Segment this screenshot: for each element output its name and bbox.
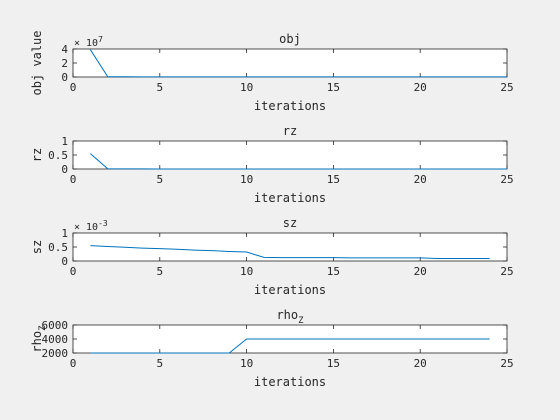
x-tick-label: 25	[500, 265, 513, 278]
series-line	[90, 245, 490, 259]
x-tick-label: 5	[156, 265, 163, 278]
x-tick-label: 15	[327, 173, 340, 186]
y-exponent-value: 7	[98, 35, 103, 44]
x-tick-label: 20	[414, 265, 427, 278]
x-axis-label: iterations	[254, 99, 326, 113]
x-tick-label: 20	[414, 81, 427, 94]
x-tick-label: 5	[156, 81, 163, 94]
y-tick-label: 2	[61, 57, 68, 70]
x-tick-label: 10	[240, 173, 253, 186]
x-tick-label: 10	[240, 357, 253, 370]
series-line	[90, 338, 490, 354]
y-tick-label: 4000	[42, 333, 69, 346]
y-tick-label: 2000	[42, 347, 69, 360]
x-axis-label: iterations	[254, 283, 326, 297]
x-tick-label: 15	[327, 357, 340, 370]
x-axis-label: iterations	[254, 375, 326, 389]
y-axis-label-subscript: Z	[38, 325, 48, 331]
x-tick-label: 15	[327, 265, 340, 278]
x-tick-label: 10	[240, 265, 253, 278]
y-tick-label: 0	[61, 163, 68, 176]
y-tick-label: 0	[61, 255, 68, 268]
y-axis-label: obj value	[30, 30, 44, 95]
series-line	[89, 49, 507, 78]
y-tick-label: 1	[61, 227, 68, 240]
x-axis-label: iterations	[254, 191, 326, 205]
y-tick-label: 1	[61, 135, 68, 148]
plot-title: rz	[283, 124, 297, 138]
x-tick-label: 10	[240, 81, 253, 94]
title-subscript: Z	[298, 316, 304, 326]
x-tick-label: 5	[156, 173, 163, 186]
x-tick-label: 0	[70, 265, 77, 278]
y-tick-label: 0	[61, 71, 68, 84]
axes-box	[72, 140, 508, 170]
axes-box	[72, 232, 508, 262]
subplot-1: obj 0 5 10 15 20 25 024 iterations obj value × 107	[30, 30, 514, 113]
x-tick-label: 20	[414, 173, 427, 186]
x-tick-label: 0	[70, 173, 77, 186]
plot-title: rhoZ	[276, 308, 304, 326]
x-tick-label: 5	[156, 357, 163, 370]
x-tick-label: 0	[70, 357, 77, 370]
series-line	[90, 153, 507, 170]
x-tick-label: 15	[327, 81, 340, 94]
subplot-3: sz 0 5 10 15 20 25 00.51 iterations sz × 10-3	[30, 216, 514, 297]
y-tick-label: 4	[61, 43, 68, 56]
y-tick-label: 0.5	[48, 241, 68, 254]
y-tick-label: 6000	[42, 319, 69, 332]
y-axis-label: sz	[30, 240, 44, 254]
plot-title: sz	[283, 216, 297, 230]
y-axis-label: rz	[30, 148, 44, 162]
y-exponent-value: -3	[98, 219, 108, 228]
y-axis-label: rhoZ	[30, 325, 48, 353]
y-tick-label: 0.5	[48, 149, 68, 162]
x-tick-label: 0	[70, 81, 77, 94]
y-exponent-label: × 107	[74, 35, 103, 49]
axes-box	[72, 48, 508, 78]
y-exponent-label: × 10-3	[74, 219, 108, 233]
x-tick-label: 25	[500, 173, 513, 186]
plot-title: obj	[279, 32, 301, 46]
subplot-2: rz 0 5 10 15 20 25 00.51 iterations rz	[30, 124, 514, 205]
x-tick-label: 20	[414, 357, 427, 370]
x-tick-label: 25	[500, 81, 513, 94]
x-tick-label: 25	[500, 357, 513, 370]
